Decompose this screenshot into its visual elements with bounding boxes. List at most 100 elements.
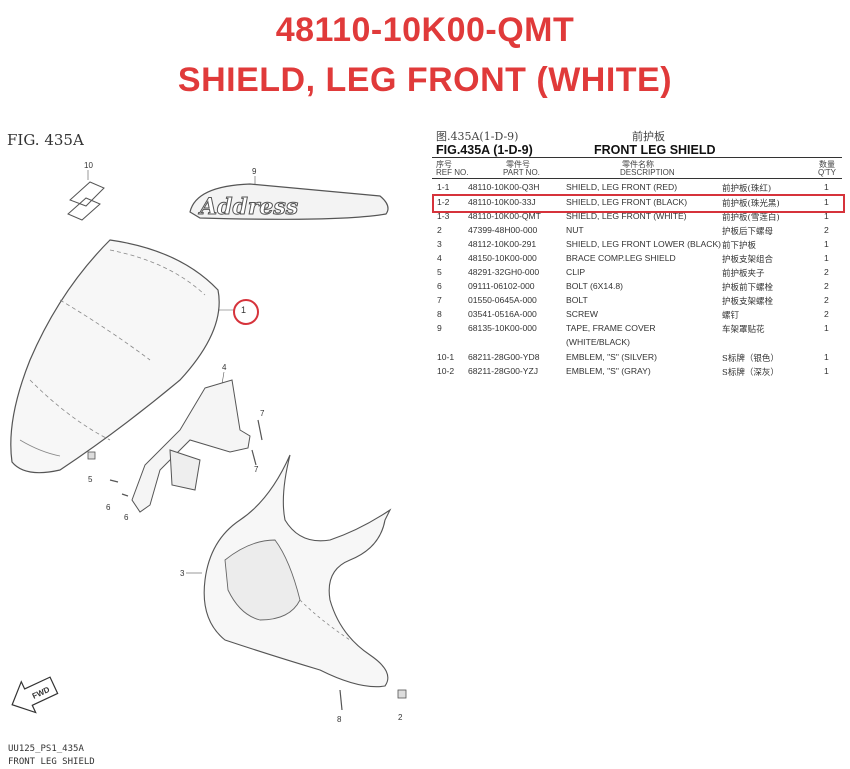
forward-arrow-icon: FWD — [11, 676, 59, 714]
row-ref: 10-2 — [437, 366, 455, 376]
row-ref: 6 — [437, 281, 442, 291]
row-ref: 4 — [437, 253, 442, 263]
row-desc: SCREW — [566, 309, 598, 319]
leg-shield-front-icon — [10, 239, 235, 474]
ref-1-callout-circle — [233, 299, 259, 325]
ref-9-label: 9 — [252, 167, 257, 176]
table-row: 8 03541-0516A-000 SCREW 螺钉 2 — [432, 309, 842, 323]
col-qty: Q'TY — [818, 168, 836, 177]
row-desc: CLIP — [566, 267, 586, 277]
part-number-title: 48110-10K00-QMT — [275, 11, 575, 49]
col-ref-cn: 序号 — [436, 160, 452, 169]
ref-7a-label: 7 — [260, 409, 265, 418]
table-row: 2 47399-48H00-000 NUT 护板后下螺母 2 — [432, 225, 842, 239]
row-cn: 车架罩贴花 — [722, 325, 765, 335]
table-row: 6 09111-06102-000 BOLT (6X14.8) 护板前下螺栓 2 — [432, 281, 842, 295]
part-name-title: SHIELD, LEG FRONT (WHITE) — [177, 61, 673, 99]
row-part: 68211-28G00-YD8 — [468, 352, 540, 362]
table-rule-header — [432, 178, 842, 179]
address-logo-text: Address — [198, 194, 298, 220]
table-row: 7 01550-0645A-000 BOLT 护板支架螺栓 2 — [432, 295, 842, 309]
row-desc: TAPE, FRAME COVER — [566, 323, 656, 333]
clip-5-icon: 5 — [87, 451, 96, 484]
ref-6b-label: 6 — [124, 513, 129, 522]
row-ref: 7 — [437, 295, 442, 305]
row-cn: 护板支架螺栓 — [722, 297, 774, 307]
footer-code: UU125_PS1_435A — [8, 744, 84, 754]
row-desc: NUT — [566, 225, 584, 235]
bolt-6-icon: 6 6 — [106, 479, 129, 522]
row-part: 48291-32GH0-000 — [468, 267, 540, 277]
row-cn: 护板后下螺母 — [722, 227, 774, 237]
table-row: 5 48291-32GH0-000 CLIP 前护板夹子 2 — [432, 267, 842, 281]
row-part: 48110-10K00-QMT — [468, 211, 541, 221]
col-part: PART NO. — [503, 168, 540, 177]
row-ref: 10-1 — [437, 352, 455, 362]
row-ref: 5 — [437, 267, 442, 277]
row-desc: SHIELD, LEG FRONT (WHITE) — [566, 211, 687, 221]
ref-1-callout-number: 1 — [241, 305, 247, 315]
col-qty-cn: 数量 — [819, 160, 835, 169]
row-qty: 2 — [824, 309, 829, 319]
row-ref: 9 — [437, 323, 442, 333]
row-cn: 护板支架组合 — [722, 255, 774, 265]
row-cn: S标牌（深灰） — [722, 368, 779, 378]
row-qty: 1 — [824, 211, 829, 221]
row-part: 68135-10K00-000 — [468, 323, 537, 333]
row-ref: 1-2 — [437, 197, 450, 207]
table-row: 3 48112-10K00-291 SHIELD, LEG FRONT LOWE… — [432, 239, 842, 253]
figure-label: FIG. 435A — [7, 131, 84, 149]
col-desc: DESCRIPTION — [620, 168, 675, 177]
row-cn: 前下护板 — [722, 241, 757, 251]
table-title-cn-name: 前护板 — [632, 130, 665, 143]
leg-shield-lower-icon: 3 — [180, 454, 392, 688]
brace-icon: 4 — [131, 363, 251, 513]
table-rule-top — [432, 157, 842, 158]
table-row: 1-1 48110-10K00-Q3H SHIELD, LEG FRONT (R… — [432, 182, 842, 196]
ref-6a-label: 6 — [106, 503, 111, 512]
row-qty: 1 — [824, 239, 829, 249]
row-qty: 1 — [824, 366, 829, 376]
row-part: 48110-10K00-33J — [468, 197, 536, 207]
row-ref: 2 — [437, 225, 442, 235]
row-ref: 3 — [437, 239, 442, 249]
row-part: 48112-10K00-291 — [468, 239, 537, 249]
row-qty: 2 — [824, 281, 829, 291]
row-desc: SHIELD, LEG FRONT (RED) — [566, 182, 678, 192]
ref-10-label: 10 — [84, 161, 93, 170]
bolt-7-icon: 7 7 — [251, 409, 265, 474]
row-cn: 前护板(珠红) — [722, 184, 772, 194]
row-cn: 前护板(珠光黑) — [722, 199, 780, 209]
row-part: 01550-0645A-000 — [468, 295, 537, 305]
row-qty: 2 — [824, 295, 829, 305]
suzuki-emblem-icon: 10 — [67, 161, 105, 221]
table-row: 1-3 48110-10K00-QMT SHIELD, LEG FRONT (W… — [432, 211, 842, 225]
row-desc: SHIELD, LEG FRONT LOWER (BLACK) — [566, 239, 722, 249]
row-desc: BOLT (6X14.8) — [566, 281, 624, 291]
table-row: (WHITE/BLACK) — [432, 337, 842, 351]
nut-2-icon: 2 — [397, 689, 407, 722]
row-qty: 2 — [824, 225, 829, 235]
row-cn: 前护板夹子 — [722, 269, 765, 279]
address-tape-icon: 9 Address — [189, 167, 389, 221]
table-title-en-name: FRONT LEG SHIELD — [594, 143, 716, 157]
row-cn: 螺钉 — [722, 311, 740, 321]
table-row: 9 68135-10K00-000 TAPE, FRAME COVER 车架罩贴… — [432, 323, 842, 337]
ref-4-label: 4 — [222, 363, 227, 372]
row-ref: 1-3 — [437, 211, 450, 221]
ref-5-label: 5 — [88, 475, 93, 484]
col-ref: REF NO. — [436, 168, 469, 177]
row-qty: 1 — [824, 323, 829, 333]
row-part: 47399-48H00-000 — [468, 225, 538, 235]
row-qty: 1 — [824, 253, 829, 263]
row-part: 09111-06102-000 — [468, 281, 535, 291]
col-part-cn: 零件号 — [506, 160, 530, 169]
highlighted-row-box — [432, 194, 845, 213]
row-qty: 2 — [824, 267, 829, 277]
row-qty: 1 — [824, 182, 829, 192]
row-ref: 8 — [437, 309, 442, 319]
row-cn: 前护板(雪莲白) — [722, 213, 780, 223]
table-row: 10-2 68211-28G00-YZJ EMBLEM, "S" (GRAY) … — [432, 366, 842, 380]
screw-8-icon: 8 — [337, 689, 343, 724]
row-cn: S标牌（银色） — [722, 354, 779, 364]
